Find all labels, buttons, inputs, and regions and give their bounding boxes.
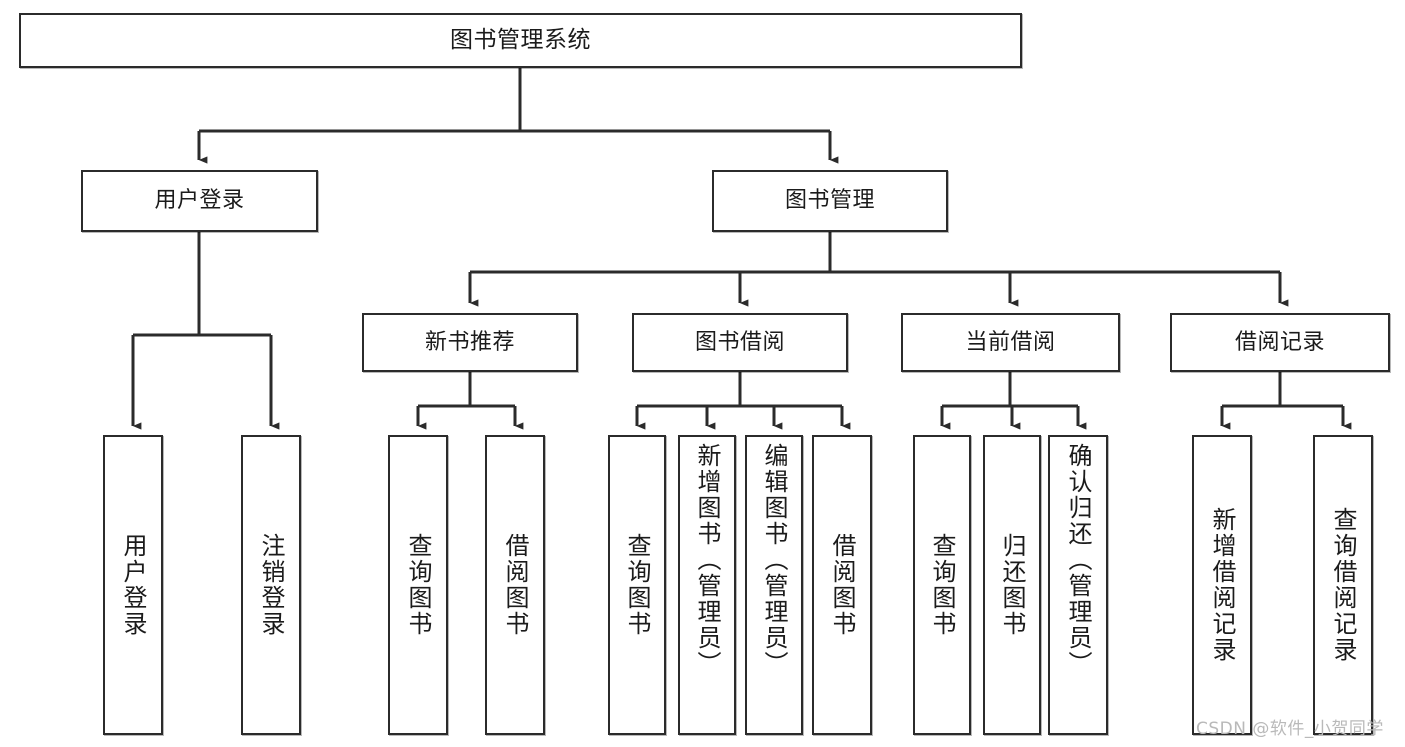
leaf-borrow-book-recommend[interactable]: 借阅图书 [485,435,545,735]
node-label: 查询借阅记录 [1329,507,1357,663]
node-book-borrow[interactable]: 图书借阅 [632,313,848,372]
leaf-query-book-current[interactable]: 查询图书 [913,435,971,735]
node-book-manage[interactable]: 图书管理 [712,170,948,232]
leaf-add-borrow-record[interactable]: 新增借阅记录 [1192,435,1252,735]
node-label: 借阅图书 [501,533,529,637]
node-label: 借阅图书 [828,533,856,637]
leaf-query-book-recommend[interactable]: 查询图书 [388,435,448,735]
node-label: 确认归还（管理员） [1064,443,1092,677]
node-label: 借阅记录 [1234,329,1325,355]
leaf-confirm-return-admin[interactable]: 确认归还（管理员） [1048,435,1108,735]
leaf-user-logout[interactable]: 注销登录 [241,435,301,735]
node-label: 注销登录 [257,533,285,637]
leaf-add-book-admin[interactable]: 新增图书（管理员） [678,435,736,735]
leaf-user-login[interactable]: 用户登录 [103,435,163,735]
node-label: 新书推荐 [424,329,515,355]
node-label: 归还图书 [998,533,1026,637]
leaf-query-borrow-record[interactable]: 查询借阅记录 [1313,435,1373,735]
node-label: 当前借阅 [965,329,1056,355]
leaf-borrow-book-borrow[interactable]: 借阅图书 [812,435,872,735]
node-label: 查询图书 [404,533,432,637]
node-root-system[interactable]: 图书管理系统 [19,13,1022,68]
node-label: 查询图书 [623,533,651,637]
node-label: 图书管理系统 [450,27,591,54]
leaf-query-book-borrow[interactable]: 查询图书 [608,435,666,735]
leaf-edit-book-admin[interactable]: 编辑图书（管理员） [745,435,803,735]
node-borrow-record[interactable]: 借阅记录 [1170,313,1390,372]
node-label: 查询图书 [928,533,956,637]
node-label: 新增图书（管理员） [693,443,721,677]
leaf-return-book[interactable]: 归还图书 [983,435,1041,735]
node-label: 用户登录 [154,188,245,214]
node-label: 用户登录 [119,533,147,637]
watermark: CSDN @软件_小贺同学 [1196,719,1384,739]
node-label: 编辑图书（管理员） [760,443,788,677]
node-new-book-recommend[interactable]: 新书推荐 [362,313,578,372]
node-user-login[interactable]: 用户登录 [81,170,318,232]
node-label: 新增借阅记录 [1208,507,1236,663]
node-label: 图书管理 [784,188,875,214]
node-label: 图书借阅 [694,329,785,355]
node-current-borrow[interactable]: 当前借阅 [901,313,1120,372]
